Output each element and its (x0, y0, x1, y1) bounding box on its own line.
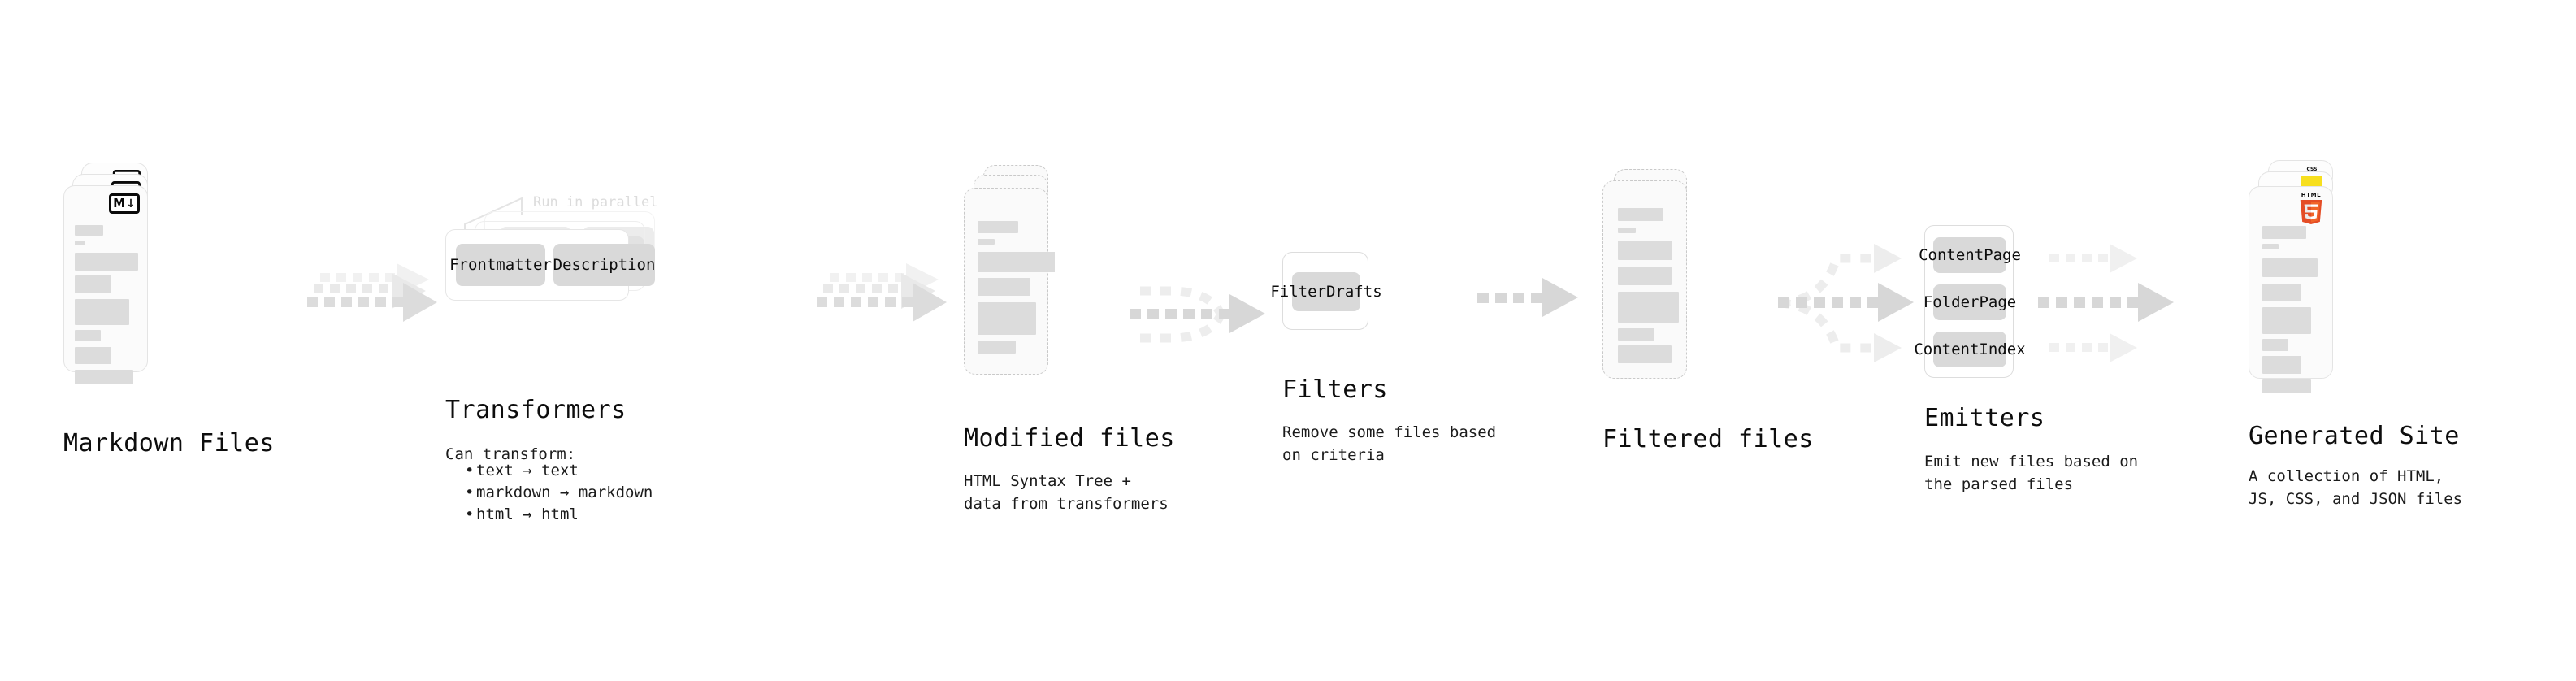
skeleton-line (75, 253, 138, 271)
skeleton-line (1618, 208, 1663, 221)
doc-card-front: M ↓ (63, 185, 148, 384)
connector-filters-to-filtered (1477, 278, 1578, 317)
skeleton-line (978, 239, 995, 245)
skeleton-line (75, 330, 101, 341)
skeleton-line (2262, 244, 2279, 249)
connector-emitters-to-site (2038, 244, 2174, 362)
stage-title-emitters: Emitters (1924, 404, 2045, 432)
skeleton-line (1618, 328, 1654, 340)
skeleton-line (75, 299, 129, 325)
skeleton-line (978, 252, 1055, 272)
skeleton-line (1618, 241, 1672, 260)
stage-title-markdown-files: Markdown Files (63, 429, 275, 458)
stage-title-transformers: Transformers (445, 396, 627, 424)
emitter-chip-folderpage[interactable]: FolderPage (1923, 284, 2016, 320)
skeleton-line (2262, 356, 2301, 374)
modified-files-description: HTML Syntax Tree + data from transformer… (964, 472, 1169, 513)
skeleton-line (75, 225, 103, 236)
connector-modified-to-filters (1130, 286, 1265, 343)
doc-card-front: HTML (2249, 186, 2333, 393)
run-in-parallel-label: Run in parallel (533, 194, 658, 210)
doc-card-front (1602, 180, 1687, 379)
skeleton-line (75, 241, 85, 245)
stage-title-filters: Filters (1282, 375, 1388, 404)
stage-title-modified-files: Modified files (964, 424, 1175, 453)
skeleton-line (1618, 267, 1672, 285)
skeleton-line (2262, 258, 2318, 277)
transformers-box: Frontmatter Description (445, 229, 655, 301)
stage-title-filtered-files: Filtered files (1602, 425, 1814, 453)
emitters-box: ContentPage FolderPage ContentIndex (1914, 225, 2026, 378)
skeleton-line (978, 340, 1016, 354)
skeleton-line (978, 302, 1036, 335)
html5-icon-label: HTML (2301, 192, 2322, 198)
css3-icon-label: CSS (2306, 167, 2318, 172)
skeleton-line (978, 278, 1030, 296)
skeleton-line (75, 370, 133, 384)
skeleton-line (2262, 284, 2301, 301)
bullet-text: html → html (476, 505, 579, 523)
filter-chip-filterdrafts[interactable]: FilterDrafts (1270, 272, 1382, 311)
transformers-bullet-list: •text → text •markdown → markdown •html … (465, 462, 653, 523)
emitters-description: Emit new files based on the parsed files (1924, 453, 2139, 493)
skeleton-line (75, 275, 111, 293)
skeleton-line (978, 221, 1018, 233)
html5-icon: HTML (2297, 192, 2325, 224)
transformers-description: Can transform: (445, 445, 576, 463)
markdown-icon: M ↓ (109, 193, 140, 214)
skeleton-line (1618, 345, 1672, 363)
emitter-chip-contentindex[interactable]: ContentIndex (1914, 332, 2026, 367)
connector-transformers-to-modified (817, 263, 947, 322)
bullet-text: markdown → markdown (476, 484, 653, 501)
skeleton-line (2262, 307, 2311, 334)
skeleton-line (1618, 292, 1679, 323)
emitter-chip-contentpage[interactable]: ContentPage (1919, 237, 2021, 273)
filters-description: Remove some files based on criteria (1282, 423, 1497, 464)
markdown-icon-letter: M (113, 196, 126, 210)
stage-title-generated-site: Generated Site (2249, 422, 2460, 450)
transformer-chip-frontmatter[interactable]: Frontmatter (449, 244, 552, 286)
skeleton-line (1618, 228, 1636, 233)
doc-card-front (964, 188, 1055, 375)
bullet-text: text → text (476, 462, 579, 479)
connector-filtered-to-emitters (1778, 244, 1914, 362)
transformer-chip-description[interactable]: Description (553, 244, 655, 286)
markdown-icon-arrow: ↓ (126, 197, 136, 210)
skeleton-line (75, 347, 111, 364)
skeleton-line (2262, 339, 2288, 351)
html5-icon-shield (2300, 200, 2322, 224)
generated-site-description: A collection of HTML, JS, CSS, and JSON … (2249, 467, 2463, 508)
skeleton-line (2262, 226, 2306, 239)
filters-box: FilterDrafts (1270, 252, 1382, 330)
skeleton-line (2262, 379, 2311, 393)
connector-md-to-transformers (307, 263, 437, 322)
